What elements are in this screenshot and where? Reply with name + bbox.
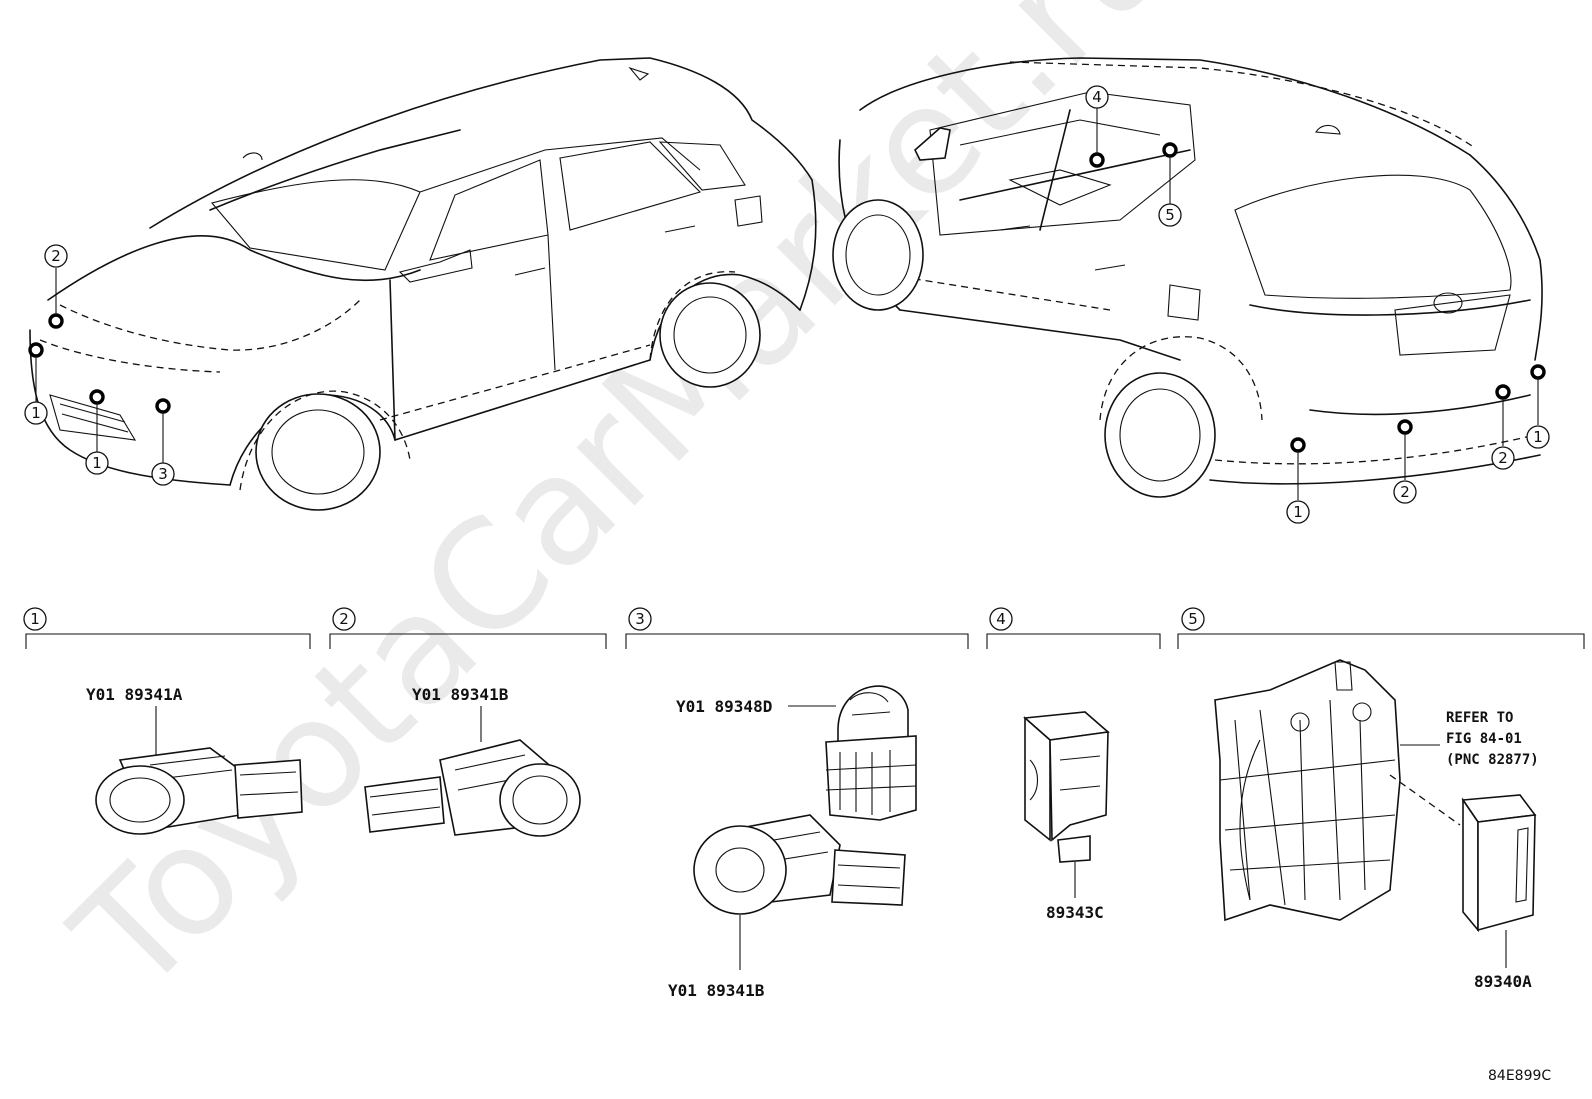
callout-5-interior: 5 xyxy=(1158,203,1182,227)
group-2-callout: 2 xyxy=(332,607,356,631)
svg-text:3: 3 xyxy=(635,610,645,628)
part-group-3: Y01 89348D Y01 89341B xyxy=(668,685,917,1000)
svg-text:2: 2 xyxy=(1400,483,1410,501)
svg-text:1: 1 xyxy=(31,404,41,422)
callout-2-front: 2 xyxy=(44,244,68,268)
refer-note-line-3: (PNC 82877) xyxy=(1446,752,1539,768)
group-brackets xyxy=(25,633,1585,649)
svg-text:1: 1 xyxy=(1533,428,1543,446)
part-label-89348d: Y01 89348D xyxy=(676,697,772,716)
callout-1-rear-left: 1 xyxy=(1286,500,1310,524)
svg-text:1: 1 xyxy=(1293,503,1303,521)
group-3-callout: 3 xyxy=(628,607,652,631)
part-label-89340a: 89340A xyxy=(1474,972,1532,991)
callout-4-interior: 4 xyxy=(1085,85,1109,109)
callout-2-rear-center: 2 xyxy=(1393,480,1417,504)
callout-1-front-center: 1 xyxy=(85,451,109,475)
group-4-callout: 4 xyxy=(989,607,1013,631)
part-sensor-89343c: 89343C xyxy=(1023,711,1110,922)
svg-text:2: 2 xyxy=(51,247,61,265)
part-sensor-89341b: Y01 89341B xyxy=(364,685,581,837)
group-1-callout: 1 xyxy=(23,607,47,631)
part-label-89341a: Y01 89341A xyxy=(86,685,183,704)
vehicle-callouts: 2 1 1 3 4 5 1 2 2 1 xyxy=(24,85,1550,524)
svg-text:2: 2 xyxy=(339,610,349,628)
callout-1-front-left: 1 xyxy=(24,401,48,425)
group-5-callout: 5 xyxy=(1181,607,1205,631)
svg-text:3: 3 xyxy=(158,465,168,483)
group-callouts: 1 2 3 4 5 xyxy=(23,607,1205,631)
svg-text:1: 1 xyxy=(30,610,40,628)
part-label-89341b-group3: Y01 89341B xyxy=(668,981,765,1000)
svg-text:5: 5 xyxy=(1188,610,1198,628)
svg-text:4: 4 xyxy=(996,610,1006,628)
part-ecu-89340a: REFER TO FIG 84-01 (PNC 82877) 89340A xyxy=(1214,659,1539,991)
svg-text:5: 5 xyxy=(1165,206,1175,224)
refer-note-line-2: FIG 84-01 xyxy=(1446,731,1522,747)
rear-vehicle-view xyxy=(832,57,1546,500)
callout-3-front: 3 xyxy=(151,462,175,486)
callout-2-rear-right: 2 xyxy=(1491,446,1515,470)
part-sensor-89341a: Y01 89341A xyxy=(86,685,303,835)
front-vehicle-view xyxy=(28,57,817,511)
refer-note-line-1: REFER TO xyxy=(1446,710,1513,726)
figure-code: 84E899C xyxy=(1488,1068,1551,1084)
svg-text:4: 4 xyxy=(1092,88,1102,106)
part-label-89343c: 89343C xyxy=(1046,903,1104,922)
svg-text:1: 1 xyxy=(92,454,102,472)
part-label-89341b: Y01 89341B xyxy=(412,685,509,704)
watermark: ToyotaCarMarket.ru xyxy=(42,0,1203,1026)
callout-1-rear-corner: 1 xyxy=(1526,425,1550,449)
svg-text:2: 2 xyxy=(1498,449,1508,467)
